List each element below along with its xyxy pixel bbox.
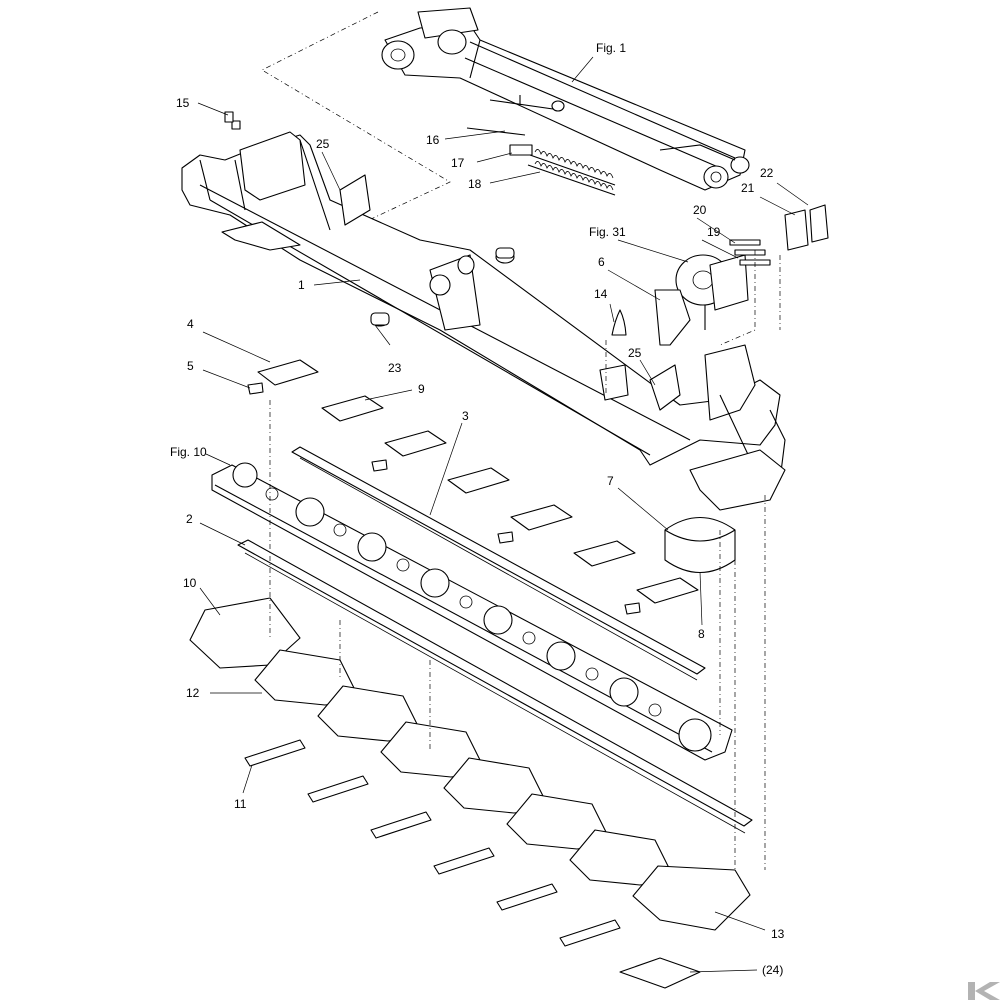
- bar-3: [291, 446, 706, 681]
- bracket-6: [654, 289, 691, 346]
- callout-10: 10: [183, 576, 197, 590]
- cutterbar-fig10: [211, 462, 733, 761]
- callout-25-right: 25: [628, 346, 642, 360]
- assembly-lines: [269, 250, 781, 870]
- part-14: [611, 309, 627, 336]
- keys-5: [247, 382, 641, 615]
- callout-1: 1: [298, 278, 305, 292]
- callout-21: 21: [741, 181, 755, 195]
- callout-22: 22: [760, 166, 774, 180]
- top-arm-assembly: [261, 7, 750, 251]
- callout-4: 4: [187, 317, 194, 331]
- callout-25-left: 25: [316, 137, 330, 151]
- label-fig-1: Fig. 1: [596, 41, 626, 55]
- gearbox-fig31: [675, 254, 749, 330]
- callout-23: 23: [388, 361, 402, 375]
- spring-set: [466, 127, 616, 196]
- callout-9: 9: [418, 382, 425, 396]
- callout-7: 7: [607, 474, 614, 488]
- callout-11: 11: [234, 797, 247, 811]
- callout-labels: Fig. 1 Fig. 31 Fig. 10 15 25 16 17 18 1 …: [170, 41, 785, 977]
- cover-7: [664, 517, 736, 573]
- frame-24: [619, 957, 701, 989]
- callout-15: 15: [176, 96, 190, 110]
- kramp-k-logo-icon: [968, 982, 1000, 1000]
- callout-14: 14: [594, 287, 608, 301]
- callout-16: 16: [426, 133, 440, 147]
- callout-2: 2: [186, 512, 193, 526]
- callout-24: (24): [762, 963, 783, 977]
- screw-15: [224, 111, 234, 123]
- callout-17: 17: [451, 156, 465, 170]
- callout-6: 6: [598, 255, 605, 269]
- callout-3: 3: [462, 409, 469, 423]
- skid-shoes: [189, 597, 751, 931]
- callout-8: 8: [698, 627, 705, 641]
- callout-12: 12: [186, 686, 200, 700]
- callout-18: 18: [468, 177, 482, 191]
- plates-21-22: [784, 204, 829, 251]
- label-fig-31: Fig. 31: [589, 225, 626, 239]
- plate-2: [237, 539, 753, 834]
- wear-strips-11: [244, 739, 621, 947]
- main-frame: [181, 120, 786, 511]
- callout-5: 5: [187, 359, 194, 373]
- plate-25-left: [339, 174, 371, 226]
- bushing-23: [370, 247, 515, 327]
- callout-13: 13: [771, 927, 785, 941]
- callout-19: 19: [707, 225, 721, 239]
- leader-lines: [197, 56, 809, 973]
- guard-plates: [257, 359, 699, 604]
- callout-20: 20: [693, 203, 707, 217]
- plate-25-right: [649, 364, 681, 411]
- label-fig-10: Fig. 10: [170, 445, 207, 459]
